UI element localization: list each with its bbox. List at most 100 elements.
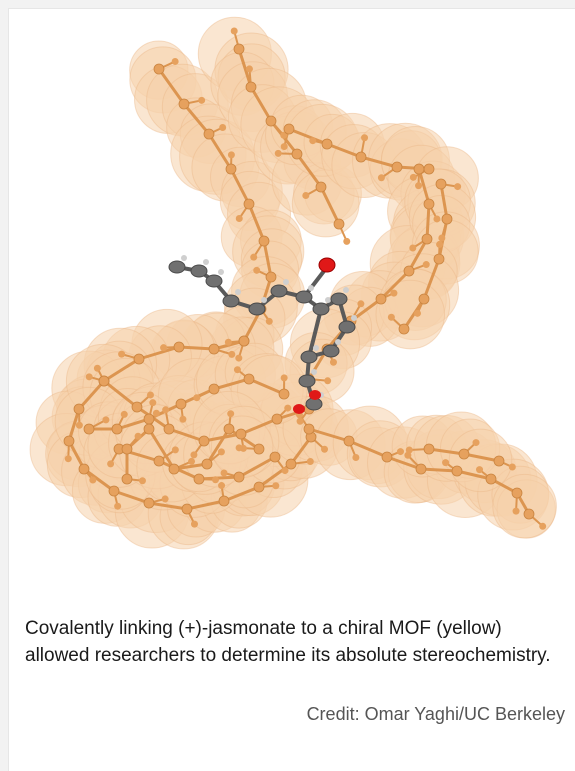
mof-atom: [343, 435, 355, 447]
guest-carbon-atom: [205, 274, 223, 288]
guest-hydrogen-atom: [325, 297, 331, 303]
mof-atom: [149, 399, 157, 407]
mof-atom: [458, 448, 470, 460]
mof-atom: [208, 343, 220, 355]
guest-carbon-atom: [248, 302, 266, 316]
mof-atom: [245, 65, 253, 73]
mof-bond: [407, 237, 429, 273]
mof-atom: [321, 138, 333, 150]
guest-hydrogen-atom: [283, 279, 289, 285]
mof-atom: [227, 410, 235, 418]
mof-atom: [355, 151, 367, 163]
mof-atom: [143, 413, 155, 425]
mof-atom: [377, 174, 385, 182]
mof-atom: [361, 134, 369, 142]
mof-atom: [396, 448, 404, 456]
mof-atom: [403, 265, 415, 277]
mof-atom: [143, 423, 155, 435]
mof-bond: [249, 85, 273, 123]
guest-oxygen-atom: [318, 257, 336, 273]
mof-atom: [508, 463, 516, 471]
mof-atom: [435, 178, 447, 190]
mof-atom: [133, 353, 145, 365]
mof-atom: [250, 253, 258, 261]
guest-carbon-atom: [322, 344, 340, 358]
mof-atom: [415, 182, 423, 190]
mof-atom: [179, 415, 187, 423]
mof-bond: [177, 345, 216, 351]
mof-bond: [427, 447, 466, 456]
mof-atom: [131, 401, 143, 413]
mof-atom: [253, 443, 265, 455]
mof-bond: [239, 417, 279, 436]
mof-bond: [455, 469, 493, 481]
mof-atom: [238, 335, 250, 347]
mof-bond: [147, 501, 189, 511]
guest-hydrogen-atom: [218, 269, 224, 275]
mof-atom: [228, 350, 236, 358]
guest-oxygen-atom: [309, 390, 321, 400]
mof-bond: [237, 47, 253, 89]
mof-atom: [63, 435, 75, 447]
mof-atom: [217, 448, 225, 456]
mof-bond: [379, 269, 411, 301]
mof-atom: [280, 143, 288, 151]
mof-atom: [208, 383, 220, 395]
mof-atom: [405, 446, 413, 454]
mof-atom: [171, 446, 179, 454]
mof-atom: [107, 460, 115, 468]
mof-atom: [265, 115, 277, 127]
mof-atom: [296, 417, 304, 425]
mof-bond: [205, 427, 231, 466]
mof-atom: [114, 502, 122, 510]
mof-atom: [343, 237, 351, 245]
mof-atom: [235, 215, 243, 223]
mof-atom: [143, 497, 155, 509]
guest-hydrogen-atom: [313, 345, 319, 351]
guest-carbon-atom: [295, 290, 313, 304]
mof-bond: [295, 152, 323, 189]
mof-atom: [111, 423, 123, 435]
mof-bond: [137, 345, 181, 361]
mof-bond: [462, 452, 501, 463]
mof-atom: [433, 253, 445, 265]
mof-atom: [423, 443, 435, 455]
mof-atom: [223, 423, 235, 435]
mof-atom: [173, 341, 185, 353]
mof-atom: [454, 183, 462, 191]
mof-bond: [307, 427, 351, 443]
mof-atom: [235, 354, 243, 362]
mof-bond: [185, 499, 226, 511]
mof-atom: [539, 522, 547, 530]
mof-atom: [442, 459, 450, 467]
mof-bond: [172, 462, 209, 471]
mof-atom: [120, 410, 128, 418]
mof-atom: [258, 235, 270, 247]
mof-atom: [134, 432, 142, 440]
mof-atom: [381, 451, 393, 463]
mof-atom: [291, 148, 303, 160]
mof-atom: [423, 198, 435, 210]
mof-bond: [262, 239, 273, 279]
mof-bond: [112, 489, 151, 505]
mof-atom: [476, 466, 484, 474]
guest-hydrogen-atom: [351, 315, 357, 321]
mof-atom: [272, 482, 280, 490]
mof-bond: [425, 202, 431, 241]
mof-bond: [359, 155, 399, 169]
mof-atom: [306, 457, 314, 465]
mof-atom: [218, 495, 230, 507]
jasmonate-guest-molecule: [168, 255, 357, 414]
mof-atom: [433, 215, 441, 223]
mof-bond: [247, 377, 286, 396]
mof-atom: [303, 423, 315, 435]
mof-framework-atoms: [63, 27, 547, 530]
mof-atom: [75, 421, 83, 429]
mof-atom: [73, 403, 85, 415]
guest-carbon-atom: [312, 302, 330, 316]
mof-atom: [274, 149, 282, 157]
guest-hydrogen-atom: [235, 289, 241, 295]
mof-atom: [281, 467, 289, 475]
mof-bond: [157, 67, 186, 106]
mof-atom: [413, 163, 425, 175]
